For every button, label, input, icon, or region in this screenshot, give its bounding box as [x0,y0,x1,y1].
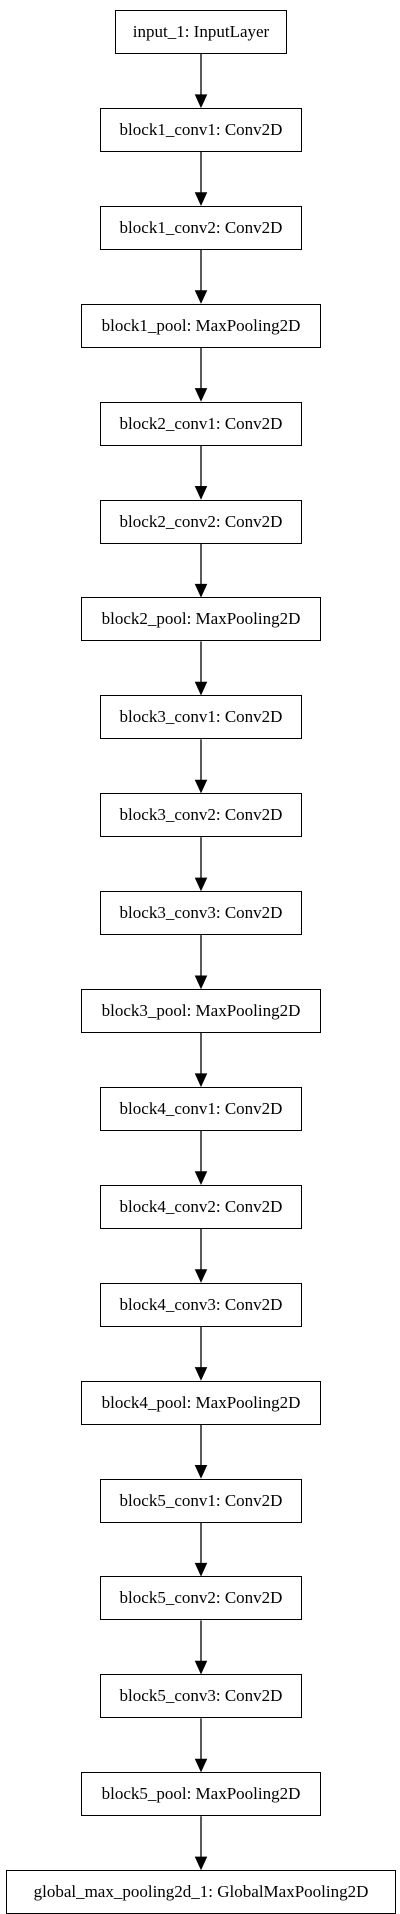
arrowhead-icon [194,681,208,696]
layer-node-block4-conv1: block4_conv1: Conv2D [100,1086,302,1131]
arrowhead-icon [194,486,208,500]
arrowhead-icon [194,1367,208,1381]
arrowhead-icon [194,388,208,402]
arrowhead-icon [194,877,208,892]
layer-node-block3-pool: block3_pool: MaxPooling2D [81,989,321,1033]
arrowhead-icon [194,975,208,990]
layer-node-block1-pool: block1_pool: MaxPooling2D [81,303,321,348]
arrowhead-icon [194,1856,208,1871]
layer-node-block3-conv1: block3_conv1: Conv2D [100,695,302,740]
layer-node-block5-conv1: block5_conv1: Conv2D [100,1478,302,1523]
arrowhead-icon [194,290,208,304]
arrowhead-icon [194,583,208,598]
layer-node-block5-conv2: block5_conv2: Conv2D [100,1576,302,1621]
layer-node-block5-pool: block5_pool: MaxPooling2D [81,1772,321,1817]
arrowhead-icon [194,1073,208,1088]
layer-node-block4-conv2: block4_conv2: Conv2D [100,1184,302,1229]
layer-node-input-1: input_1: InputLayer [115,10,287,54]
layer-node-block1-conv1: block1_conv1: Conv2D [100,107,302,152]
arrowhead-icon [194,1562,208,1577]
arrowhead-icon [194,1758,208,1773]
layer-node-global-max-pooling2d-1: global_max_pooling2d_1: GlobalMaxPooling… [6,1870,396,1914]
arrowhead-icon [194,192,208,207]
arrowhead-icon [194,1269,208,1283]
arrowhead-icon [194,1465,208,1479]
layer-node-block4-pool: block4_pool: MaxPooling2D [81,1380,321,1425]
layer-node-block2-conv2: block2_conv2: Conv2D [100,499,302,544]
arrowhead-icon [194,779,208,794]
layer-node-block4-conv3: block4_conv3: Conv2D [100,1282,302,1327]
arrowhead-icon [194,1171,208,1186]
layer-node-block3-conv2: block3_conv2: Conv2D [100,793,302,838]
layer-node-block2-pool: block2_pool: MaxPooling2D [81,597,321,642]
layer-node-block1-conv2: block1_conv2: Conv2D [100,205,302,250]
layer-node-block2-conv1: block2_conv1: Conv2D [100,401,302,446]
arrowhead-icon [194,1660,208,1675]
layer-node-block3-conv3: block3_conv3: Conv2D [100,891,302,936]
layer-node-block5-conv3: block5_conv3: Conv2D [100,1674,302,1719]
arrowhead-icon [194,94,208,109]
